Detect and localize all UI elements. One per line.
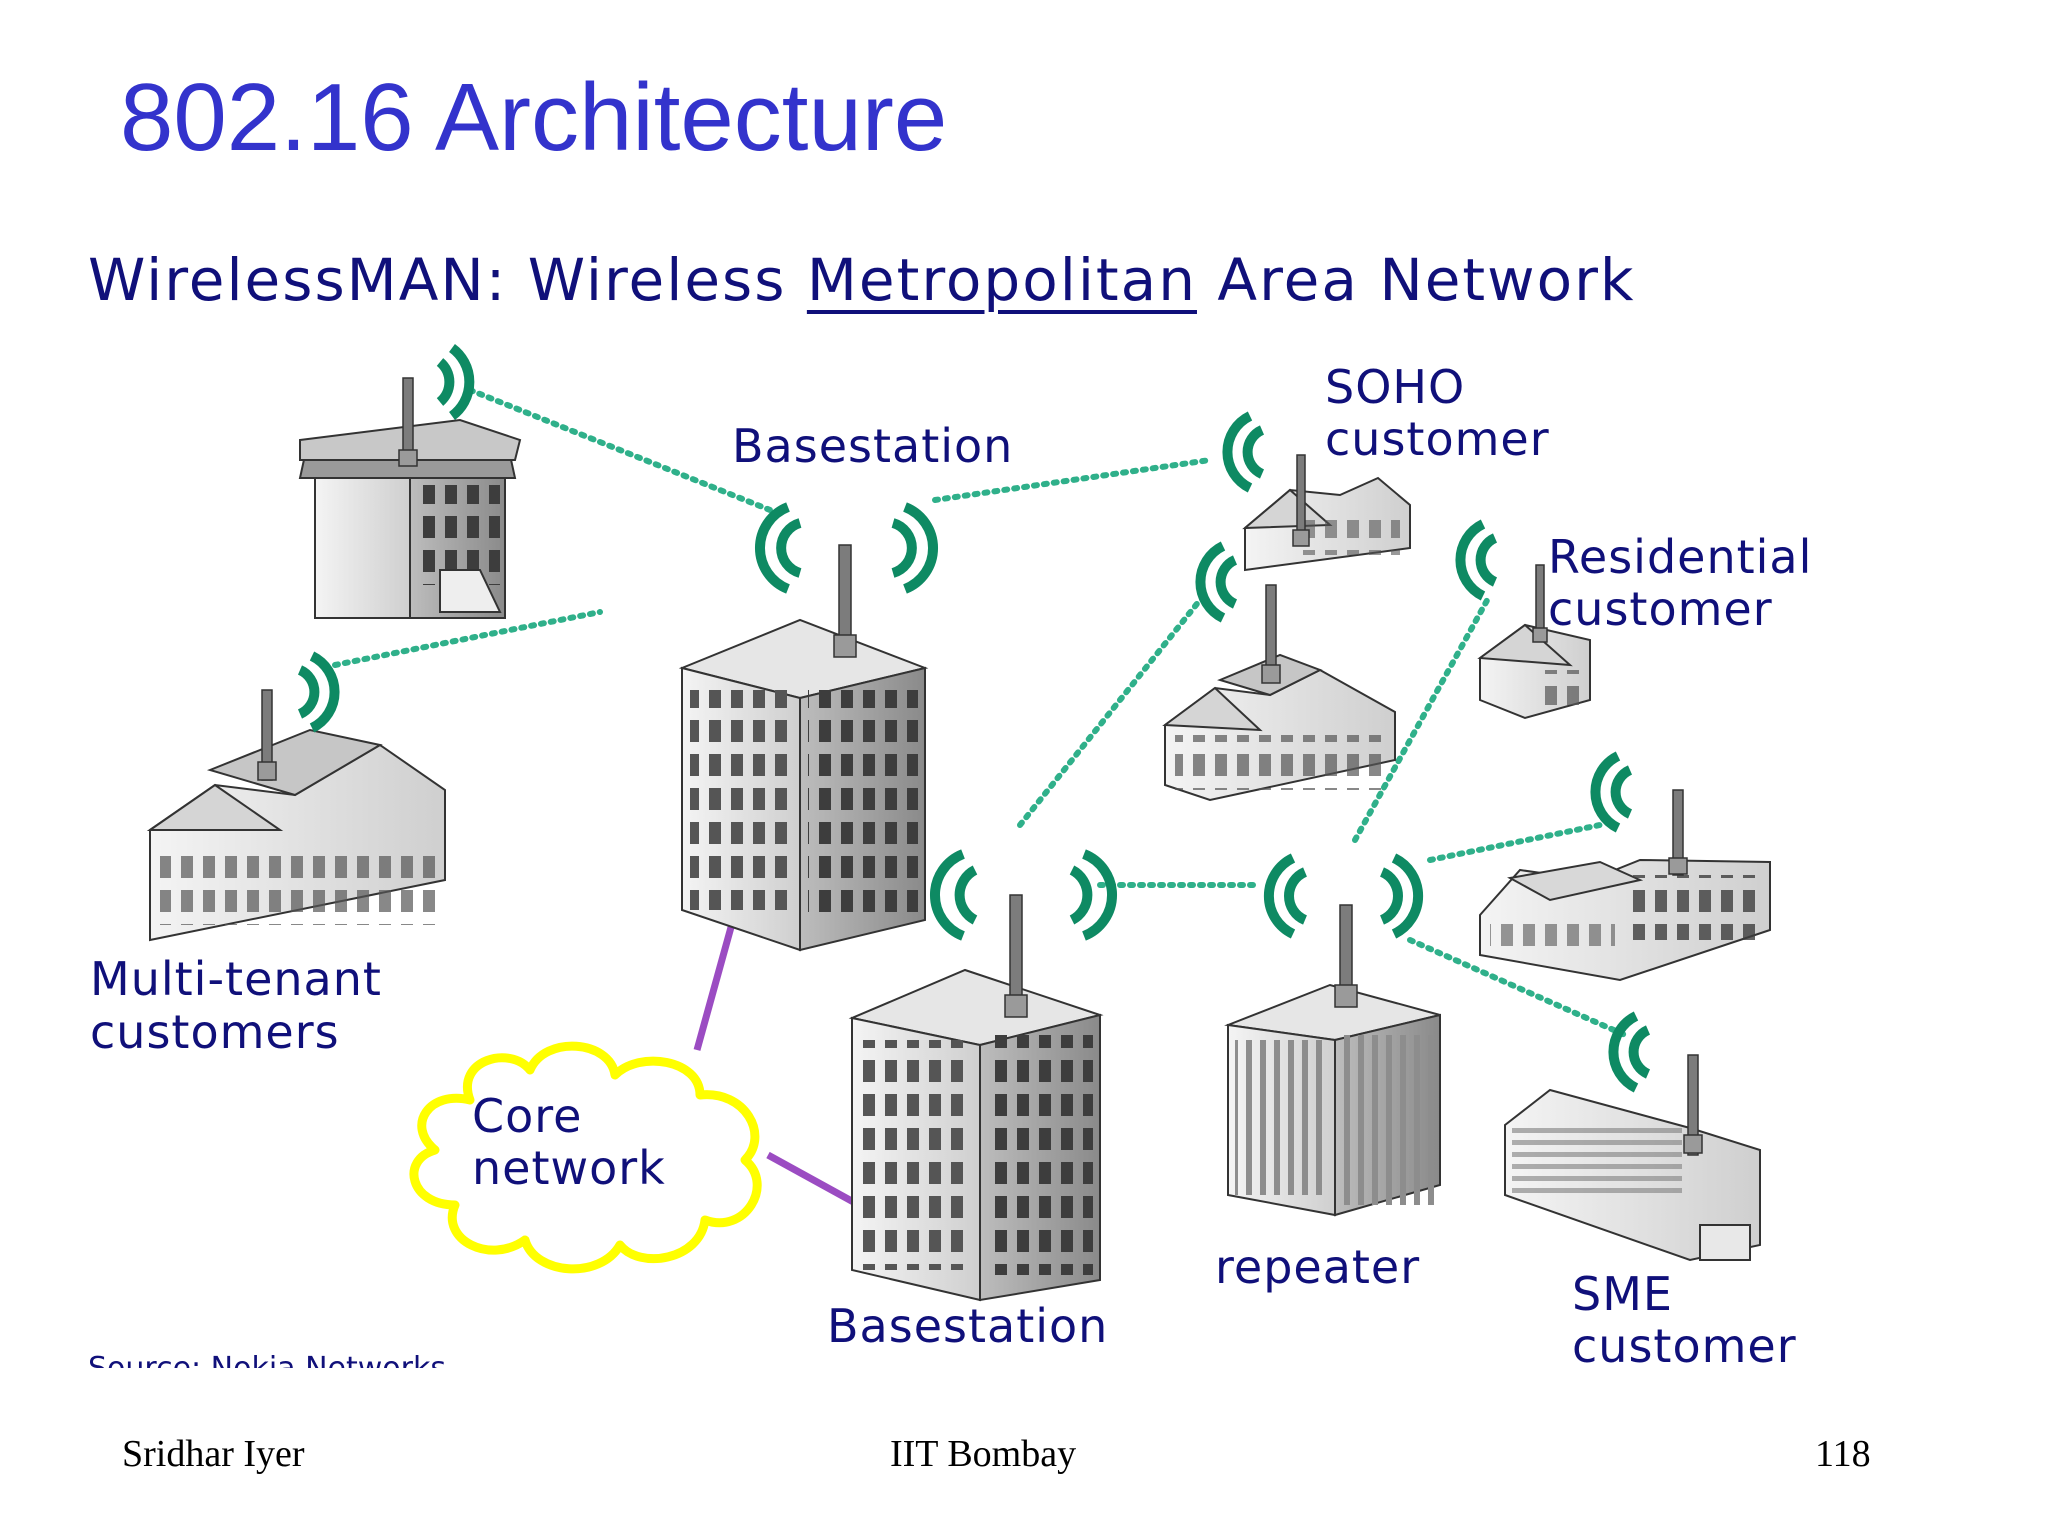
signal-basestation-left-icon [754,502,802,594]
label-soho-line2: customer [1325,412,1550,466]
signal-waves [297,343,1651,1093]
link-repeater-sme-bottom [1407,937,1628,1038]
signal-basestation-bottom-left-icon [929,849,978,941]
label-core-line2: network [472,1141,666,1195]
signal-sme-top-icon [1590,751,1633,833]
label-soho-line1: SOHO [1325,360,1465,414]
link-office-basestation [467,387,773,513]
label-repeater: repeater [1215,1240,1420,1294]
link-repeater-residential [1352,592,1493,843]
link-repeater-sme-top [1427,822,1603,863]
signal-office-right-icon [436,343,475,421]
label-multitenant-line1: Multi-tenant [90,952,382,1006]
diagram-labels: Basestation SOHO customer Residential cu… [90,360,1812,1373]
signal-residential-block-icon [1195,541,1238,623]
link-multitenant-basestation [332,609,603,668]
wire-basestation-core [693,919,737,1051]
signal-repeater-left-icon [1263,853,1308,939]
repeater-tower [1224,904,1441,1217]
slide-title: 802.16 Architecture [120,64,948,171]
link-basestation-soho [932,457,1213,503]
link-basestation-residential-block [1017,597,1203,828]
subtitle-underlined-word: Metropolitan [806,246,1197,314]
basestation-tower-bottom [848,894,1104,1302]
office-building [298,377,522,619]
footer-author: Sridhar Iyer [122,1433,305,1475]
label-multitenant-line2: customers [90,1005,340,1059]
sme-building-bottom [1504,1054,1761,1262]
multi-tenant-building [146,689,446,942]
signal-basestation-bottom-right-icon [1069,849,1118,941]
label-residential-line1: Residential [1548,530,1812,584]
subtitle-suffix: Area Network [1196,246,1636,314]
wireless-links [332,387,1628,1038]
footer-page-number: 118 [1815,1433,1871,1475]
soho-house [1242,454,1411,572]
signal-multitenant-icon [297,651,340,733]
label-basestation-top: Basestation [732,419,1013,473]
label-residential-line2: customer [1548,582,1773,636]
label-sme-line1: SME [1572,1267,1673,1321]
diagram-subtitle: WirelessMAN: Wireless Metropolitan Area … [88,246,1636,314]
signal-soho-left-icon [1222,411,1265,493]
label-basestation-bottom: Basestation [827,1299,1108,1353]
residential-block [1162,584,1396,802]
source-credit: Source: Nokia Networks [88,1351,446,1386]
signal-basestation-right-icon [891,502,939,594]
footer-institution: IIT Bombay [890,1433,1077,1475]
label-sme-line2: customer [1572,1319,1797,1373]
core-network-cloud [409,1041,762,1274]
residential-house [1477,564,1591,720]
source-credit-clip: Source: Nokia Networks [88,1351,446,1386]
basestation-tower-top [678,544,929,952]
sme-building-top [1479,789,1771,982]
signal-repeater-right-icon [1379,853,1424,939]
label-core-line1: Core [472,1089,582,1143]
signal-residential-icon [1455,519,1498,601]
subtitle-prefix: WirelessMAN: Wireless [88,246,807,314]
signal-sme-bottom-icon [1608,1011,1651,1093]
